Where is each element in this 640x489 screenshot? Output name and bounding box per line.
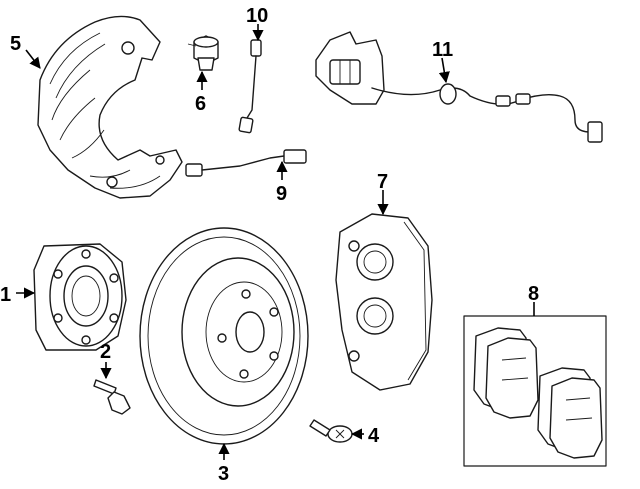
brake-rotor: [139, 227, 309, 445]
callout-labels: 5 6 10 11 9 7 8 1 2 3 4: [0, 5, 539, 485]
wear-sensor-upper: [238, 39, 262, 134]
wear-sensor-lower: [185, 149, 307, 177]
hub-bolt: [93, 379, 131, 415]
callout-3: 3: [218, 463, 229, 485]
callout-4: 4: [368, 425, 380, 447]
abs-sensor-harness: [315, 31, 603, 143]
callout-2: 2: [100, 341, 111, 363]
leader-lines: [16, 24, 535, 460]
cap-bolt: [187, 35, 219, 71]
callout-8: 8: [528, 283, 539, 305]
brake-caliper: [335, 213, 433, 391]
splash-shield: [37, 15, 183, 199]
callout-7: 7: [377, 171, 388, 193]
callout-9: 9: [276, 183, 287, 205]
callout-10: 10: [246, 5, 268, 27]
brake-pad-kit: [463, 315, 607, 467]
callout-5: 5: [10, 33, 21, 55]
callout-1: 1: [0, 284, 11, 306]
rotor-screw: [309, 419, 353, 443]
callout-11: 11: [432, 39, 453, 61]
wheel-hub: [33, 243, 127, 351]
callout-6: 6: [195, 93, 206, 115]
